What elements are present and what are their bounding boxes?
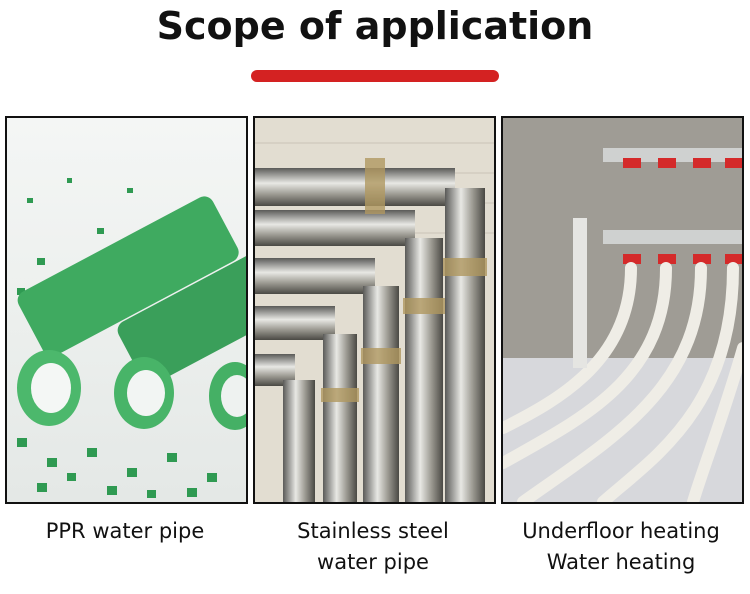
- caption-line: Underfloor heating: [522, 519, 720, 543]
- underfloor-heating-image: [501, 116, 744, 504]
- title-underline-divider: [251, 70, 499, 82]
- page-title: Scope of application: [156, 4, 594, 48]
- caption-line: Water heating: [546, 550, 696, 574]
- caption-line: PPR water pipe: [45, 519, 205, 543]
- stainless-steel-pipe-image: [253, 116, 496, 504]
- caption-stainless-steel-pipe: Stainless steel water pipe: [249, 516, 497, 578]
- caption-underfloor-heating: Underfloor heating Water heating: [497, 516, 745, 578]
- caption-ppr-water-pipe: PPR water pipe: [1, 516, 249, 547]
- ppr-pipe-image: [5, 116, 248, 504]
- caption-line: water pipe: [317, 550, 429, 574]
- caption-line: Stainless steel: [297, 519, 449, 543]
